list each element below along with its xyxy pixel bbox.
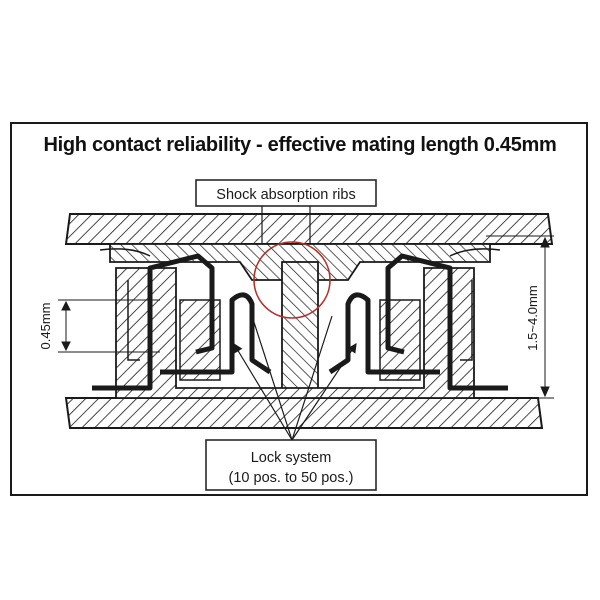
shock-ribs-callout — [195, 179, 377, 244]
lock-system-label-line2: (10 pos. to 50 pos.) — [229, 470, 354, 486]
stack-height-label: 1.5~4.0mm — [525, 285, 540, 350]
stack-height-dimension — [486, 235, 554, 399]
mating-length-label: 0.45mm — [38, 303, 53, 350]
left-contact — [92, 253, 272, 391]
diagram-title: High contact reliability - effective mat… — [43, 134, 557, 156]
lock-system-callout — [205, 315, 377, 491]
right-contact — [328, 253, 508, 391]
mating-length-dimension — [58, 299, 160, 353]
contact-inner-outlines — [99, 248, 501, 361]
diagram-frame — [10, 122, 588, 496]
shock-ribs-label: Shock absorption ribs — [216, 187, 355, 203]
top-pcb-board — [64, 213, 554, 245]
lock-system-label-line1: Lock system — [251, 450, 332, 466]
shock-ribs-highlight-circle — [253, 241, 331, 319]
plug-housing — [109, 243, 491, 393]
